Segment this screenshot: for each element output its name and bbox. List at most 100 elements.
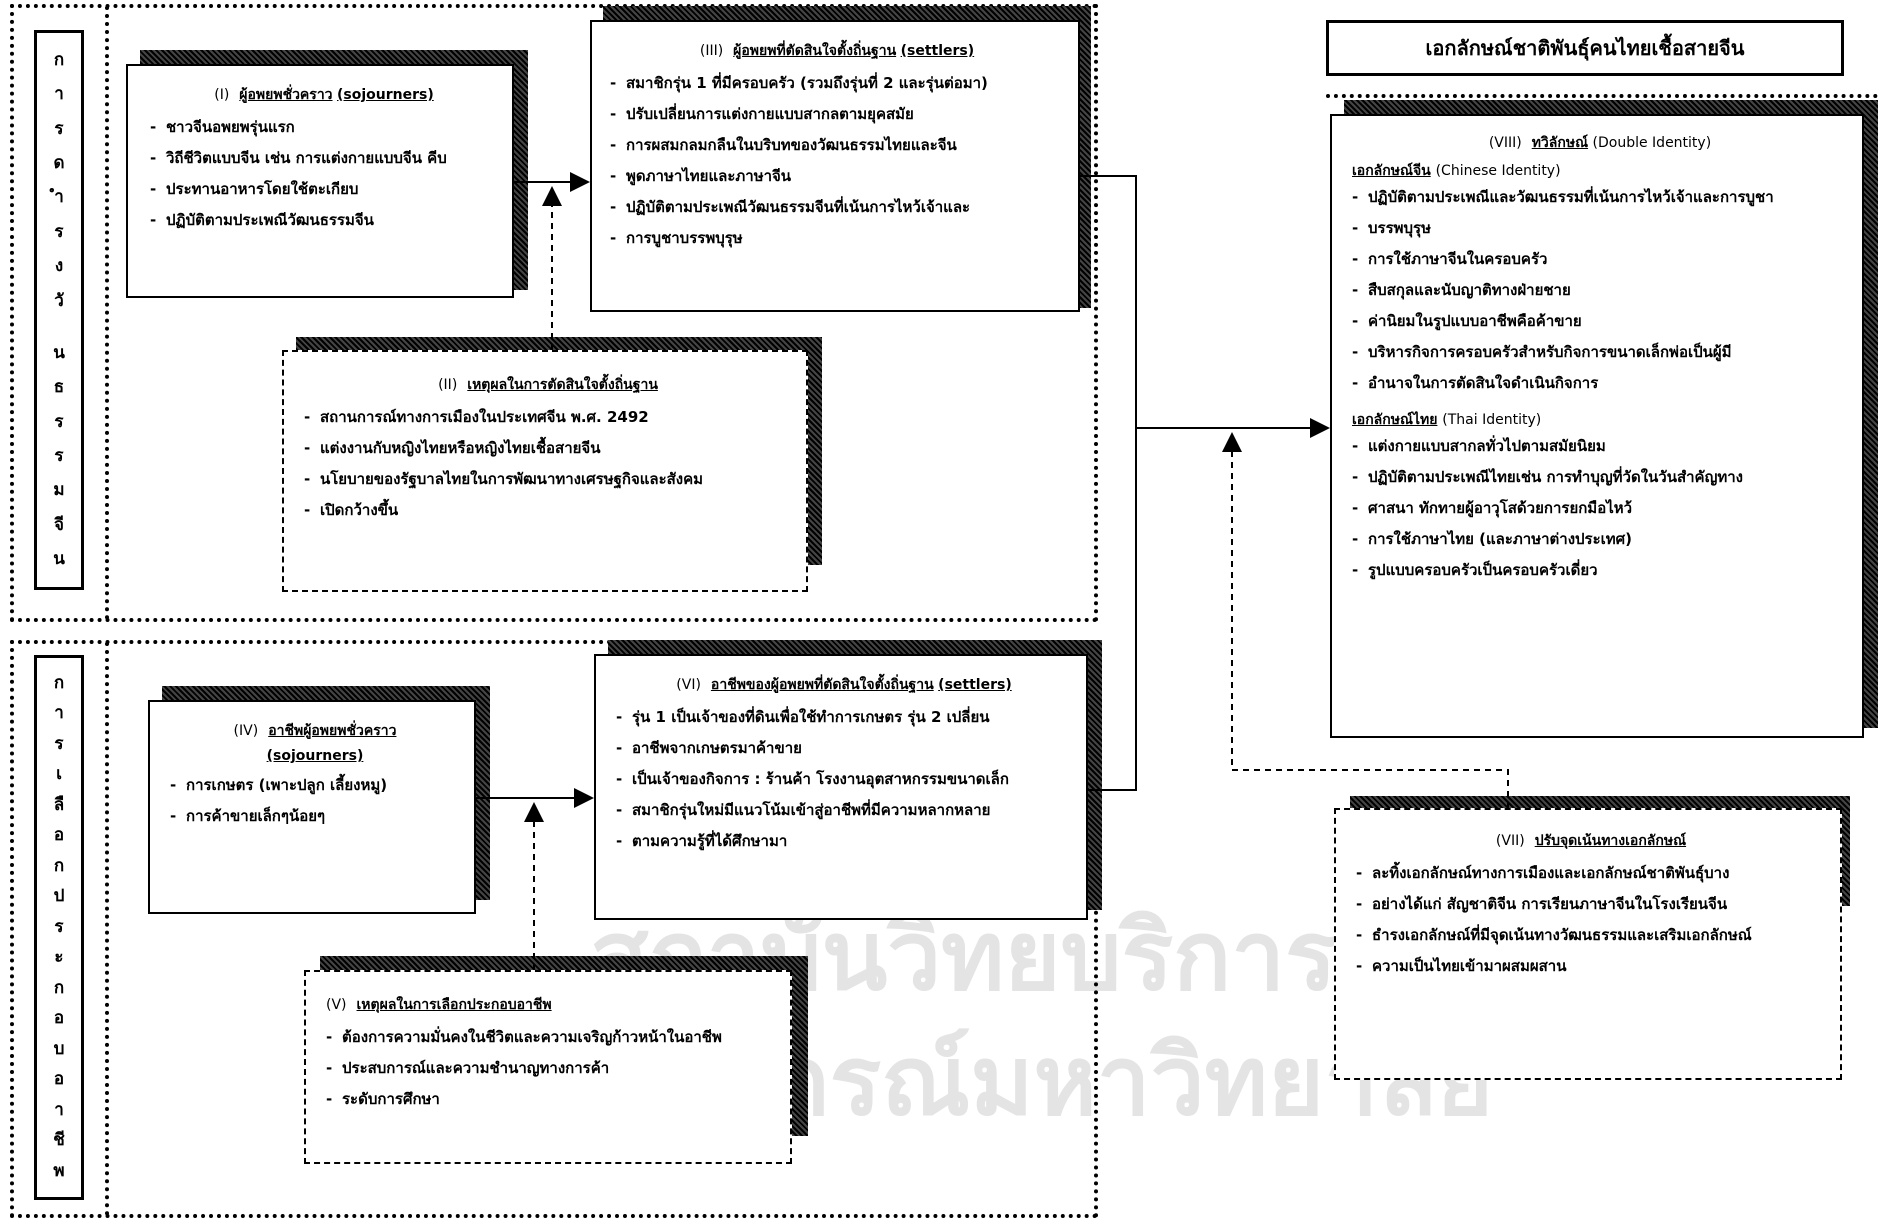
box-item-list: ละทิ้งเอกลักษณ์ทางการเมืองและเอกลักษณ์ชา… bbox=[1356, 858, 1826, 982]
box-title-en: (sojourners) bbox=[337, 87, 434, 103]
list-item: สืบสกุลและนับญาติทางฝ่ายชาย bbox=[1352, 275, 1848, 306]
box-title: ปรับจุดเน้นทางเอกลักษณ์ bbox=[1534, 833, 1687, 849]
box-title: เหตุผลในการตัดสินใจตั้งถิ่นฐาน bbox=[467, 377, 658, 393]
vertical-label-char: น bbox=[53, 342, 65, 363]
thai-identity-heading: เอกลักษณ์ไทย bbox=[1352, 412, 1438, 428]
list-item: การผสมกลมกลืนในบริบทของวัฒนธรรมไทยและจีน bbox=[610, 130, 1064, 161]
vertical-label-top: การดำรงวั นธรรมจีน bbox=[34, 30, 84, 590]
list-item: ละทิ้งเอกลักษณ์ทางการเมืองและเอกลักษณ์ชา… bbox=[1356, 858, 1826, 889]
box-settlers: (III) ผู้อพยพที่ตัดสินใจตั้งถิ่นฐาน (sett… bbox=[590, 20, 1080, 312]
list-item: พูดภาษาไทยและภาษาจีน bbox=[610, 161, 1064, 192]
vertical-label-char: ชี bbox=[53, 1130, 65, 1151]
top-section-frame bbox=[10, 4, 1098, 622]
list-item: การใช้ภาษาจีนในครอบครัว bbox=[1352, 244, 1848, 275]
list-item: เปิดกว้างขึ้น bbox=[304, 495, 792, 526]
bracket-to-identity bbox=[1080, 175, 1137, 791]
box-number: (VI) bbox=[676, 677, 701, 693]
list-item: การใช้ภาษาไทย (และภาษาต่างประเทศ) bbox=[1352, 524, 1848, 555]
vertical-label-char: ก bbox=[53, 855, 65, 876]
list-item: วิถีชีวิตแบบจีน เช่น การแต่งกายแบบจีน คี… bbox=[150, 143, 498, 174]
box-settlement-reasons: (II)เหตุผลในการตัดสินใจตั้งถิ่นฐาน สถานก… bbox=[282, 350, 808, 592]
box-sojourners: (I)ผู้อพยพชั่วคราว (sojourners) ชาวจีนอพ… bbox=[126, 64, 514, 298]
list-item: การบูชาบรรพบุรุษ bbox=[610, 223, 1064, 254]
list-item: ธำรงเอกลักษณ์ที่มีจุดเน้นทางวัฒนธรรมและเ… bbox=[1356, 920, 1826, 951]
list-item: ปฏิบัติตามประเพณีวัฒนธรรมจีนที่เน้นการไห… bbox=[610, 192, 1064, 223]
box-item-list: ต้องการความมั่นคงในชีวิตและความเจริญก้าว… bbox=[326, 1022, 776, 1115]
box-settler-occupation: (VI) อาชีพของผู้อพยพที่ตัดสินใจตั้งถิ่นฐา… bbox=[594, 654, 1088, 920]
box-title-en: (sojourners) bbox=[266, 748, 364, 764]
list-item: สมาชิกรุ่น 1 ที่มีครอบครัว (รวมถึงรุ่นที… bbox=[610, 68, 1064, 99]
list-item: ประทานอาหารโดยใช้ตะเกียบ bbox=[150, 174, 498, 205]
box-identity-adjustment: (VII) ปรับจุดเน้นทางเอกลักษณ์ ละทิ้งเอกลั… bbox=[1334, 808, 1842, 1080]
vertical-label-char: ก bbox=[53, 672, 65, 693]
box-double-identity: (VIII) ทวิลักษณ์ (Double Identity) เอกลัก… bbox=[1330, 114, 1864, 738]
vertical-label-char: ป bbox=[53, 886, 65, 907]
list-item: เป็นเจ้าของกิจการ : ร้านค้า โรงงานอุตสาห… bbox=[616, 764, 1072, 795]
list-item: อาชีพจากเกษตรมาค้าขาย bbox=[616, 733, 1072, 764]
box-number: (V) bbox=[326, 997, 347, 1013]
list-item: ปรับเปลี่ยนการแต่งกายแบบสากลตามยุคสมัย bbox=[610, 99, 1064, 130]
thai-identity-list: แต่งกายแบบสากลทั่วไปตามสมัยนิยมปฏิบัติตา… bbox=[1352, 431, 1848, 586]
box-number: (III) bbox=[699, 43, 724, 59]
vertical-label-char: น bbox=[53, 549, 65, 570]
vertical-label-char: ร bbox=[54, 445, 64, 466]
box-title: อาชีพผู้อพยพชั่วคราว bbox=[268, 723, 397, 739]
list-item: ประสบการณ์และความชำนาญทางการค้า bbox=[326, 1053, 776, 1084]
vertical-label-char: ก bbox=[53, 49, 65, 70]
vertical-label-char: อ bbox=[53, 1069, 65, 1090]
vertical-label-char: พ bbox=[53, 1161, 65, 1181]
list-item: ปฏิบัติตามประเพณีวัฒนธรรมจีน bbox=[150, 205, 498, 236]
box-number: (VIII) bbox=[1488, 135, 1522, 151]
vertical-label-char: ธ bbox=[53, 377, 65, 398]
list-item: รุ่น 1 เป็นเจ้าของที่ดินเพื่อใช้ทำการเกษ… bbox=[616, 702, 1072, 733]
list-item: ความเป็นไทยเข้ามาผสมผสาน bbox=[1356, 951, 1826, 982]
vertical-label-char: ม bbox=[53, 480, 65, 501]
vertical-label-char: า bbox=[54, 84, 64, 105]
box-number: (VII) bbox=[1495, 833, 1525, 849]
box-title: ผู้อพยพที่ตัดสินใจตั้งถิ่นฐาน bbox=[733, 43, 897, 59]
list-item: ชาวจีนอพยพรุ่นแรก bbox=[150, 112, 498, 143]
box-title: อาชีพของผู้อพยพที่ตัดสินใจตั้งถิ่นฐาน bbox=[710, 677, 934, 693]
frame-inner-divider-top bbox=[105, 6, 109, 620]
vertical-label-char: ร bbox=[54, 411, 64, 432]
vertical-label-char: ง bbox=[54, 256, 64, 277]
vertical-label-char: ลื bbox=[53, 794, 65, 815]
vertical-label-char: อ bbox=[53, 1008, 65, 1029]
list-item: รูปแบบครอบครัวเป็นครอบครัวเดี่ยว bbox=[1352, 555, 1848, 586]
vertical-label-char: า bbox=[54, 1099, 64, 1120]
box-number: (I) bbox=[214, 87, 230, 103]
box-item-list: สมาชิกรุ่น 1 ที่มีครอบครัว (รวมถึงรุ่นที… bbox=[610, 68, 1064, 254]
vertical-label-char: ร bbox=[54, 221, 64, 242]
box-title-en: (Double Identity) bbox=[1592, 135, 1712, 151]
ethnic-identity-title: เอกลักษณ์ชาติพันธุ์คนไทยเชื้อสายจีน bbox=[1326, 20, 1844, 76]
box-sojourner-occupation: (IV) อาชีพผู้อพยพชั่วคราว (sojourners) กา… bbox=[148, 700, 476, 914]
box-title-en: (settlers) bbox=[900, 43, 975, 59]
list-item: บรรพบุรุษ bbox=[1352, 213, 1848, 244]
list-item: ค่านิยมในรูปแบบอาชีพคือค้าขาย bbox=[1352, 306, 1848, 337]
box-occupation-reasons: (V)เหตุผลในการเลือกประกอบอาชีพ ต้องการคว… bbox=[304, 970, 792, 1164]
list-item: ระดับการศึกษา bbox=[326, 1084, 776, 1115]
chinese-identity-list: ปฏิบัติตามประเพณีและวัฒนธรรมที่เน้นการไห… bbox=[1352, 182, 1848, 399]
vertical-label-char: จี bbox=[54, 514, 64, 535]
box-title: ทวิลักษณ์ bbox=[1531, 135, 1589, 151]
box-item-list: การเกษตร (เพาะปลูก เลี้ยงหมู)การค้าขายเล… bbox=[170, 770, 460, 832]
thai-identity-heading-en: (Thai Identity) bbox=[1442, 412, 1542, 428]
vertical-label-char: ก bbox=[53, 977, 65, 998]
list-item: สมาชิกรุ่นใหม่มีแนวโน้มเข้าสู่อาชีพที่มี… bbox=[616, 795, 1072, 826]
list-item: การเกษตร (เพาะปลูก เลี้ยงหมู) bbox=[170, 770, 460, 801]
box-number: (IV) bbox=[233, 723, 259, 739]
list-item: อำนาจในการตัดสินใจดำเนินกิจการ bbox=[1352, 368, 1848, 399]
bottom-section-frame bbox=[10, 640, 1098, 1218]
box-title-en: (settlers) bbox=[938, 677, 1012, 693]
list-item: แต่งงานกับหญิงไทยหรือหญิงไทยเชื้อสายจีน bbox=[304, 433, 792, 464]
frame-inner-divider-bottom bbox=[105, 642, 109, 1216]
chinese-identity-heading-en: (Chinese Identity) bbox=[1435, 163, 1561, 179]
vertical-label-char: ร bbox=[54, 916, 64, 937]
vertical-label-char: อ bbox=[53, 825, 65, 846]
list-item: ปฏิบัติตามประเพณีและวัฒนธรรมที่เน้นการไห… bbox=[1352, 182, 1848, 213]
vertical-label-char: ร bbox=[54, 733, 64, 754]
vertical-label-bottom: การเลือกประกอบอาชีพ bbox=[34, 655, 84, 1200]
arrow-adjustment-to-identity bbox=[1222, 432, 1509, 808]
vertical-label-char: ด bbox=[53, 153, 65, 174]
